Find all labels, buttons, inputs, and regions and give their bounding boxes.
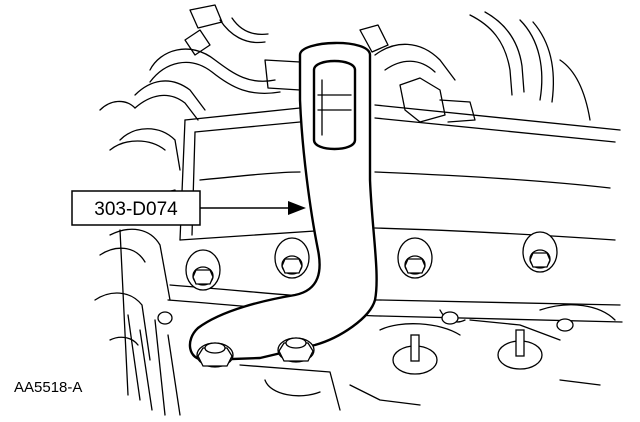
bolt-1 xyxy=(185,249,221,291)
bolt-3 xyxy=(397,237,433,279)
callout-label: 303-D074 xyxy=(94,199,178,220)
engine-background xyxy=(94,4,623,416)
callout: 303-D074 xyxy=(71,190,306,226)
bolt-2 xyxy=(274,237,310,279)
special-tool-303-D074 xyxy=(188,41,378,368)
callout-box xyxy=(71,190,201,226)
valve-cover-bolts xyxy=(185,231,558,291)
bolt-4 xyxy=(522,231,558,273)
lower-studs xyxy=(157,311,574,375)
tool-bolt-right xyxy=(277,337,315,363)
tool-bolt-left xyxy=(196,342,234,368)
leader-arrowhead xyxy=(288,201,306,215)
figure-id: AA5518-A xyxy=(14,379,82,396)
